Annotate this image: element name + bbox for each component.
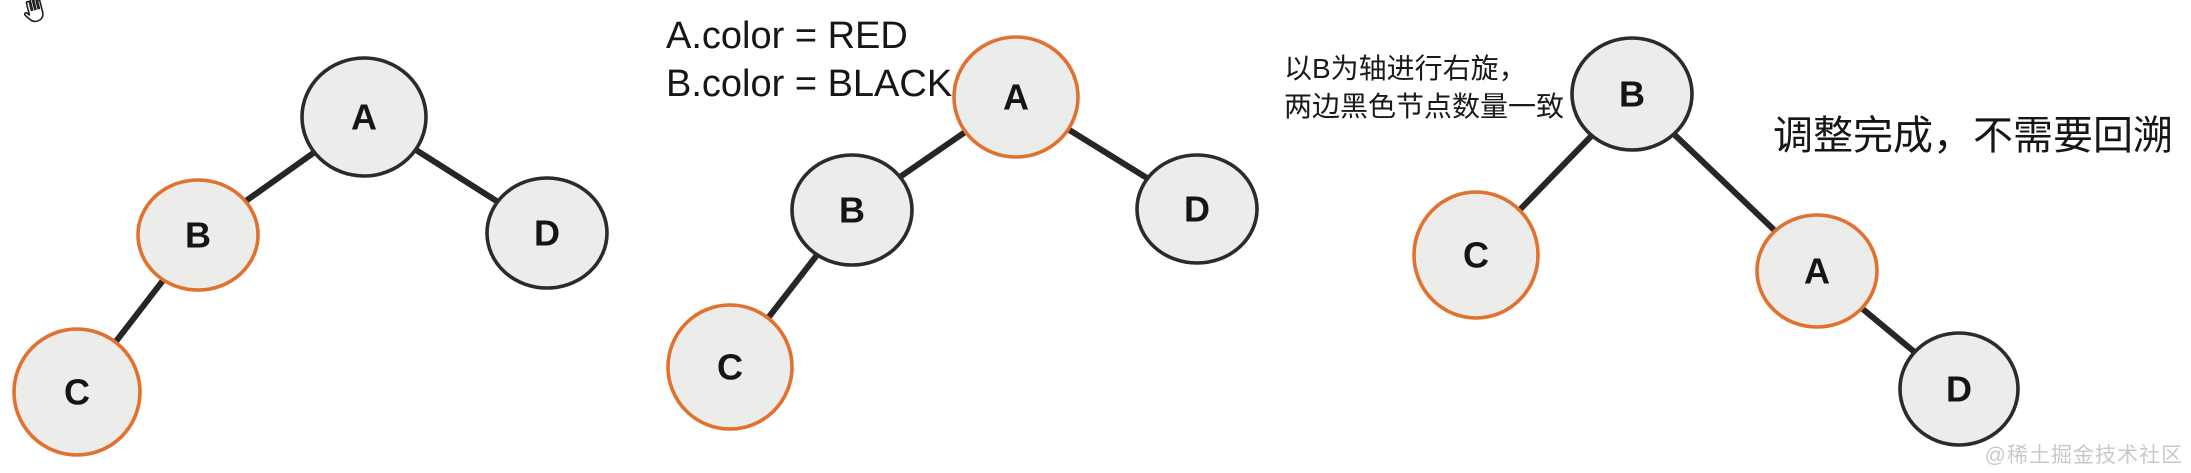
tree-node-initial-B: [136, 178, 260, 292]
rotation-note-line-2: 两边黑色节点数量一致: [1284, 91, 1565, 122]
tree-node-initial-A: [300, 56, 428, 178]
rotation-note: 以B为轴进行右旋， 两边黑色节点数量一致: [1284, 50, 1564, 126]
tree-node-label-recolored-D: D: [1184, 189, 1210, 230]
tree-node-initial-C: [12, 327, 142, 457]
completion-note: 调整完成，不需要回溯: [1773, 114, 2173, 158]
tree-node-right-rotated-A: [1755, 213, 1879, 329]
recolor-rule-note: A.color = RED B.color = BLACK: [666, 12, 952, 108]
tree-node-recolored-B: [790, 153, 914, 267]
rotation-note-line-1: 以B为轴进行右旋，: [1284, 53, 1527, 84]
tree-recolored: A B C D: [666, 35, 1259, 431]
hand-cursor-icon: [23, 0, 44, 23]
tree-node-recolored-C: [666, 303, 794, 431]
tree-node-label-initial-B: B: [185, 215, 211, 256]
tree-node-recolored-A: [952, 35, 1080, 159]
tree-node-label-right-rotated-C: C: [1463, 235, 1489, 276]
tree-node-right-rotated-C: [1412, 190, 1540, 320]
tree-node-right-rotated-D: [1898, 331, 2020, 447]
tree-node-label-right-rotated-D: D: [1946, 369, 1972, 410]
tree-node-label-initial-C: C: [64, 372, 90, 413]
recolor-rule-line-2: B.color = BLACK: [666, 63, 953, 105]
tree-node-label-right-rotated-B: B: [1619, 74, 1645, 115]
watermark: @稀土掘金技术社区: [1984, 444, 2183, 467]
tree-node-recolored-D: [1135, 153, 1259, 265]
tree-right-rotated: B C A D: [1412, 36, 2020, 447]
tree-initial: A B C D: [12, 56, 609, 457]
tree-node-label-right-rotated-A: A: [1804, 251, 1830, 292]
tree-node-label-recolored-C: C: [717, 347, 743, 388]
tree-node-label-recolored-B: B: [839, 190, 865, 231]
tree-node-label-initial-D: D: [534, 213, 560, 254]
tree-node-initial-D: [485, 176, 609, 290]
tree-node-right-rotated-B: [1570, 36, 1694, 152]
tree-node-label-recolored-A: A: [1003, 77, 1029, 118]
tree-node-label-initial-A: A: [351, 97, 377, 138]
recolor-rule-line-1: A.color = RED: [666, 15, 908, 57]
